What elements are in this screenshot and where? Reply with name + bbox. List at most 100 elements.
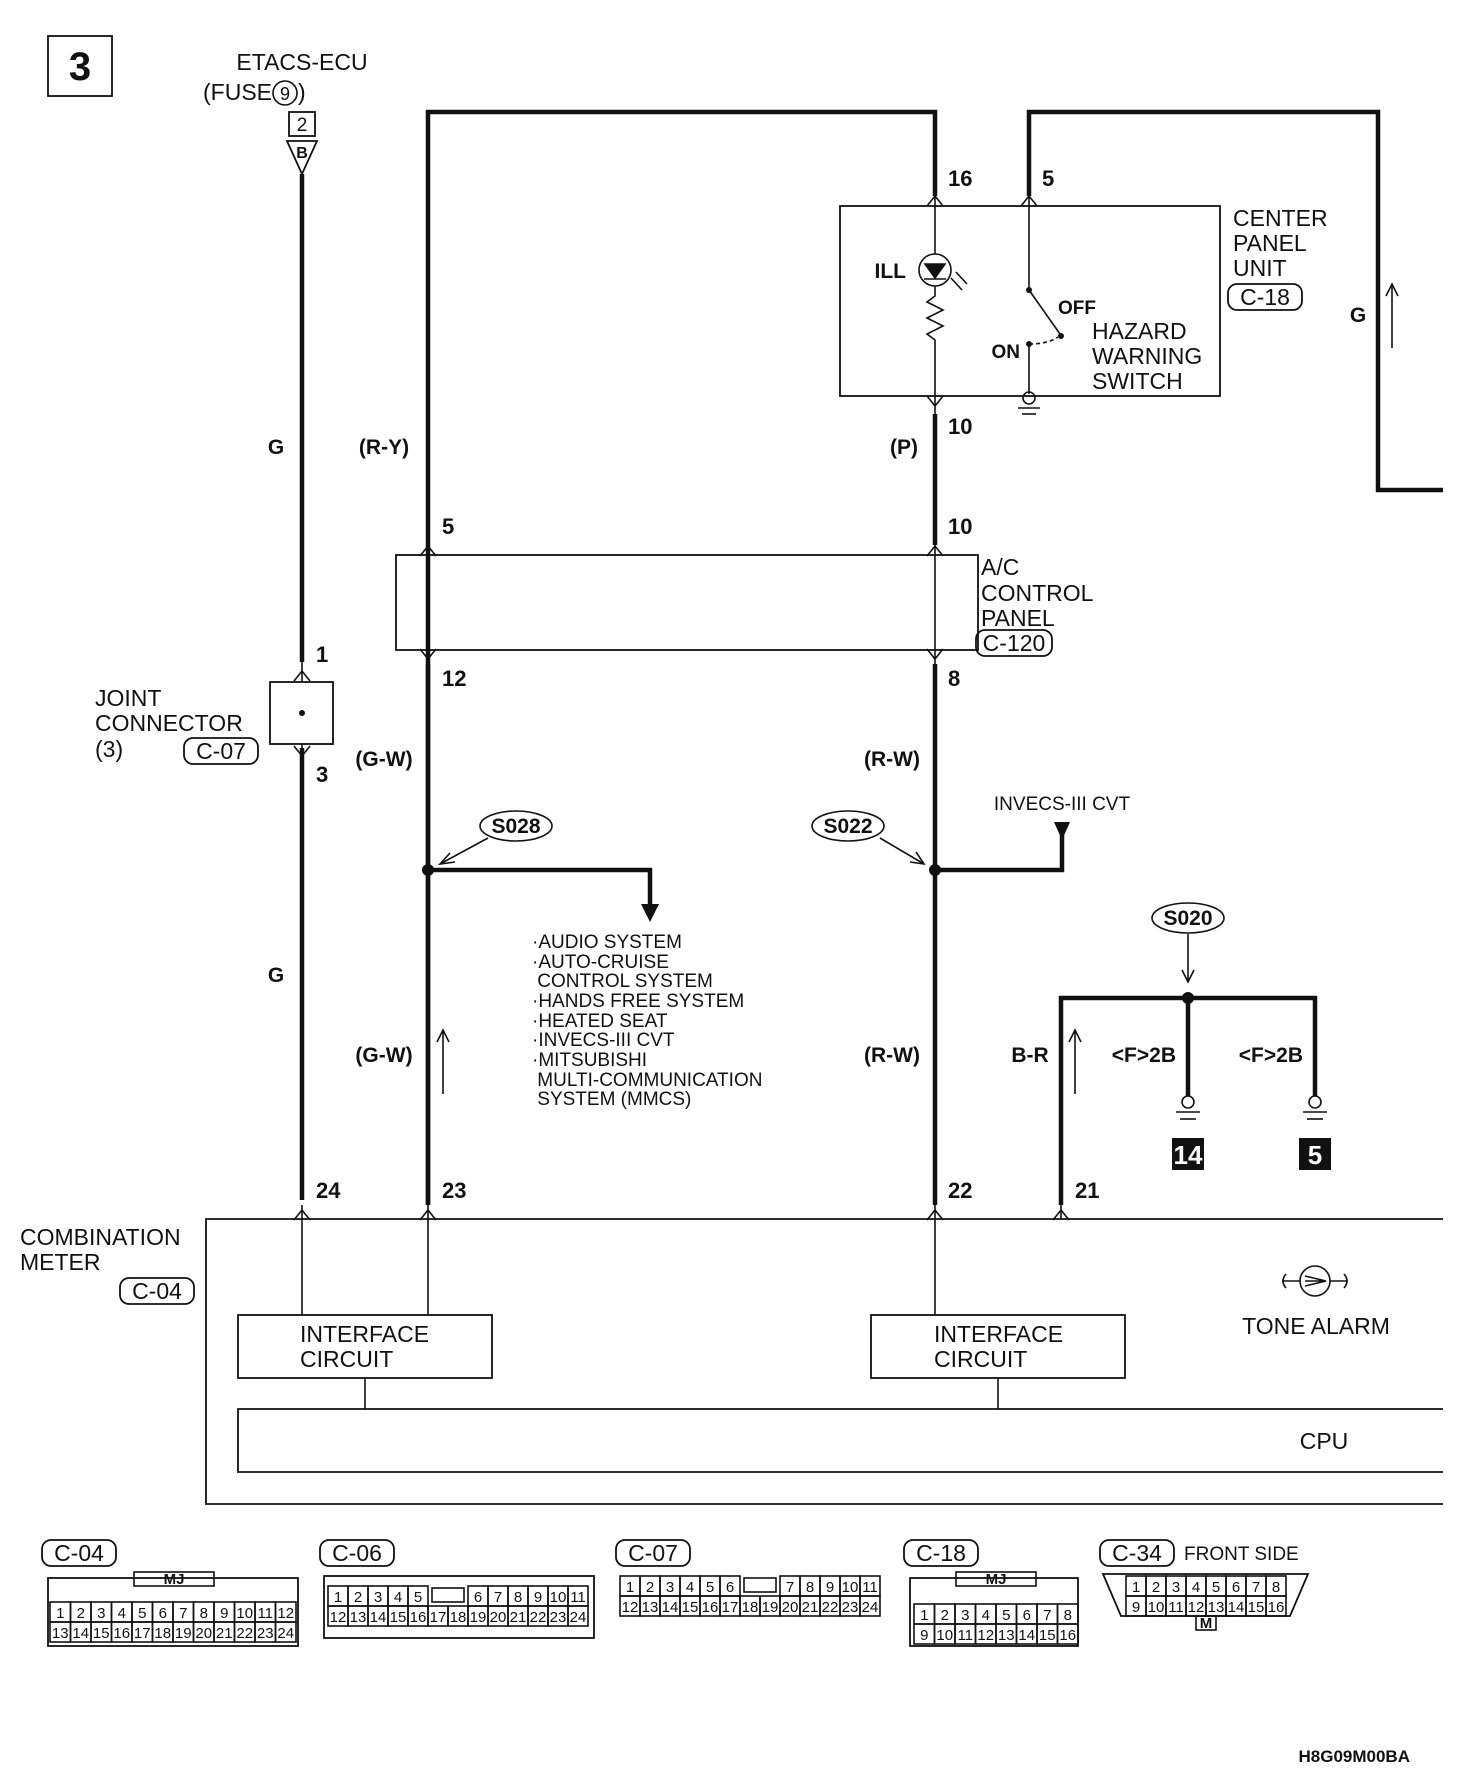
connector-c06-pin: 18 (450, 1609, 467, 1626)
connector-c34-pin: 12 (1188, 1599, 1205, 1616)
connector-c34-pin: 5 (1212, 1579, 1220, 1596)
connector-c18-pin: 2 (941, 1607, 949, 1624)
wire-label-p: (P) (890, 436, 918, 459)
connector-c34-tag: M (1200, 1615, 1213, 1632)
connector-c06-pin: 8 (514, 1589, 522, 1606)
connector-c18-pin: 1 (920, 1607, 928, 1624)
s022-branch-arrow (1054, 822, 1070, 840)
wire-g-right (1026, 109, 1443, 493)
connector-c34-pin: 9 (1132, 1599, 1140, 1616)
connector-c06-pin: 13 (350, 1609, 367, 1626)
wire-label-f2b-left: <F>2B (1112, 1044, 1176, 1067)
connector-c04-label: C-04 (54, 1540, 104, 1566)
wire-s028-branch (428, 867, 653, 906)
connector-c18-pin: 12 (977, 1627, 994, 1644)
connector-c06-pin: 15 (390, 1609, 407, 1626)
connector-c34-label: C-34 (1112, 1540, 1162, 1566)
connector-c06-pin: 2 (354, 1589, 362, 1606)
ac-title-2: CONTROL (981, 580, 1094, 606)
joint-title-2: CONNECTOR (95, 710, 243, 736)
ground-14-label: 14 (1174, 1140, 1203, 1170)
connector-c18-pin: 11 (957, 1627, 973, 1644)
page-number: 3 (69, 45, 91, 89)
connector-c07-pin: 11 (862, 1579, 878, 1596)
meter-pin-24: 24 (316, 1178, 341, 1203)
wire-label-f2b-right: <F>2B (1239, 1044, 1303, 1067)
etacs-pin: 2 (297, 115, 308, 136)
connector-c34-pin: 8 (1272, 1579, 1280, 1596)
ac-pin-8: 8 (948, 666, 960, 691)
destination-8: MULTI-COMMUNICATION (532, 1070, 762, 1091)
hazard-switch-contact (1028, 289, 1061, 335)
meter-pin-21: 21 (1075, 1178, 1099, 1203)
fuse-prefix: (FUSE (203, 79, 272, 105)
connector-c06-pin: 23 (550, 1609, 567, 1626)
center-ground-icon (1022, 391, 1036, 405)
connector-c06-pin: 16 (410, 1609, 427, 1626)
connector-c06-pin: 9 (534, 1589, 542, 1606)
connector-c34-pin: 10 (1148, 1599, 1165, 1616)
center-title-1: CENTER (1233, 205, 1328, 231)
connector-c06-pin: 3 (374, 1589, 382, 1606)
connector-c04-pin: 8 (200, 1605, 208, 1622)
center-pin-16: 16 (948, 166, 972, 191)
connector-c04-pin: 6 (159, 1605, 167, 1622)
connector-c04-pin: 7 (179, 1605, 187, 1622)
connector-c34-pin: 4 (1192, 1579, 1200, 1596)
tone-alarm-icon (1282, 1265, 1348, 1297)
connector-c06-pin: 11 (570, 1589, 586, 1606)
connector-c06-pin: 22 (530, 1609, 547, 1626)
connector-c07-pin: 14 (662, 1599, 679, 1616)
connector-c06-tag-box (319, 1539, 395, 1567)
connector-c18-tag-box (903, 1539, 979, 1567)
joint-pin-3: 3 (316, 762, 328, 787)
wire-label-g-upper: G (268, 436, 284, 459)
center-title-2: PANEL (1233, 230, 1307, 256)
ground-14-icon (1181, 1095, 1195, 1109)
connector-c34-pin: 3 (1172, 1579, 1180, 1596)
fuse-number-circle (272, 80, 298, 106)
ac-pin-10: 10 (948, 514, 972, 539)
connector-c18-tag: MJ (986, 1571, 1007, 1588)
wire-label-rw-lower: (R-W) (864, 1044, 920, 1067)
connector-c07-pin: 2 (646, 1579, 654, 1596)
ill-resistor-icon (925, 286, 945, 396)
wire-label-gw-lower: (G-W) (355, 1044, 412, 1067)
connector-c04-pin: 4 (118, 1605, 126, 1622)
destination-6: ·INVECS-III CVT (532, 1030, 675, 1051)
splice-s020-tag (1151, 902, 1225, 934)
connector-c04-pin: 22 (236, 1625, 253, 1642)
connector-c07-tag-box (615, 1539, 691, 1567)
connector-c34-pin: 14 (1228, 1599, 1245, 1616)
connector-c18-pin: 14 (1018, 1627, 1035, 1644)
connector-c07-pin: 22 (822, 1599, 839, 1616)
meter-title-2: METER (20, 1249, 101, 1275)
wire-label-g-lower: G (268, 964, 284, 987)
connector-c06-pin: 4 (394, 1589, 402, 1606)
connector-c04-pin: 21 (216, 1625, 233, 1642)
connector-c34-pin: 2 (1152, 1579, 1160, 1596)
connector-c07-pin: 9 (826, 1579, 834, 1596)
connector-c07-pin: 20 (782, 1599, 799, 1616)
splice-s028-label: S028 (491, 815, 540, 838)
interface-right-1: INTERFACE (934, 1321, 1063, 1347)
connector-c07-pin: 10 (842, 1579, 859, 1596)
connector-c07-pin: 17 (722, 1599, 739, 1616)
connector-c04-pin: 1 (56, 1605, 64, 1622)
connector-c18-pin: 5 (1002, 1607, 1010, 1624)
splice-s020-dot (1182, 992, 1194, 1004)
connector-c07-pin: 12 (622, 1599, 639, 1616)
s028-branch-arrow (641, 904, 659, 922)
ground-5-box (1299, 1138, 1331, 1170)
center-title-3: UNIT (1233, 255, 1287, 281)
connector-c07-pin: 8 (806, 1579, 814, 1596)
connector-c04-pin: 15 (93, 1625, 110, 1642)
connector-c07-pin: 13 (642, 1599, 659, 1616)
splice-s022-tag (811, 810, 885, 842)
connector-c18-pin: 13 (998, 1627, 1015, 1644)
destination-9: SYSTEM (MMCS) (532, 1089, 691, 1110)
wire-label-br: B-R (1011, 1044, 1048, 1067)
switch-title-1: HAZARD (1092, 318, 1187, 344)
wire-s022-branch (935, 826, 1065, 873)
